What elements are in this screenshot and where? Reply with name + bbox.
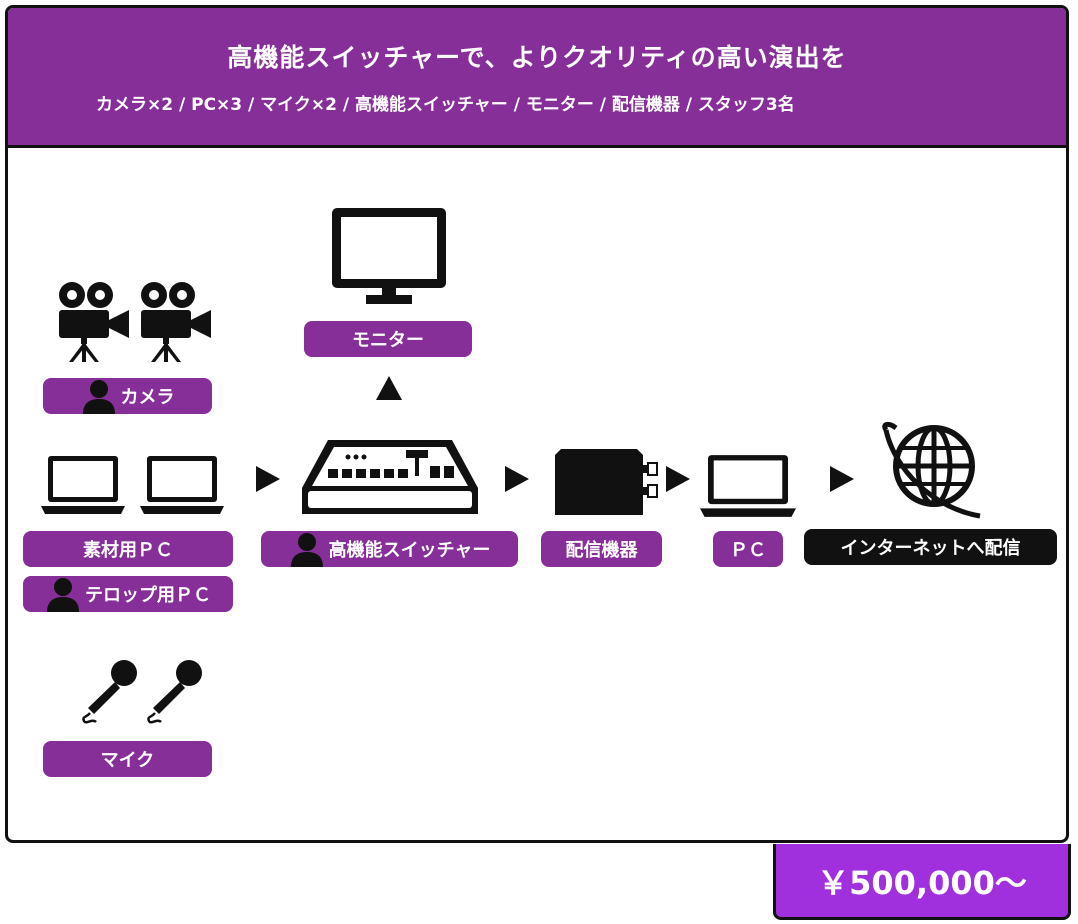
telop-pc-label: テロップ用ＰＣ xyxy=(23,576,233,612)
price-badge: ￥500,000～ xyxy=(773,844,1071,920)
arrow-right-icon xyxy=(505,466,529,492)
header: 高機能スイッチャーで、よりクオリティの高い演出を カメラ×2 / PC×3 / … xyxy=(8,8,1066,148)
laptop-icon xyxy=(41,453,125,517)
video-camera-icon xyxy=(55,280,131,362)
camera-label: カメラ xyxy=(43,378,212,414)
laptop-icon xyxy=(140,453,224,517)
switcher-icon xyxy=(302,440,478,514)
microphone-icon xyxy=(80,658,140,724)
switcher-label: 高機能スイッチャー xyxy=(261,531,518,567)
monitor-label: モニター xyxy=(304,321,472,357)
pc-label: ＰＣ xyxy=(713,531,783,567)
person-icon xyxy=(45,576,81,612)
page-title: 高機能スイッチャーで、よりクオリティの高い演出を xyxy=(227,43,847,72)
streaming-device-label: 配信機器 xyxy=(541,531,662,567)
laptop-icon xyxy=(700,453,796,519)
encoder-icon xyxy=(555,449,658,515)
arrow-right-icon xyxy=(666,466,690,492)
monitor-icon xyxy=(332,208,446,304)
video-camera-icon xyxy=(137,280,213,362)
person-icon xyxy=(289,531,325,567)
microphone-icon xyxy=(145,658,205,724)
person-icon xyxy=(81,378,117,414)
arrow-up-icon xyxy=(376,376,402,400)
arrow-right-icon xyxy=(256,466,280,492)
globe-icon xyxy=(882,421,981,519)
arrow-right-icon xyxy=(830,466,854,492)
mic-label: マイク xyxy=(43,741,212,777)
material-pc-label: 素材用ＰＣ xyxy=(23,531,233,567)
equipment-summary: カメラ×2 / PC×3 / マイク×2 / 高機能スイッチャー / モニター … xyxy=(96,95,795,115)
internet-streaming-label: インターネットへ配信 xyxy=(804,529,1057,565)
